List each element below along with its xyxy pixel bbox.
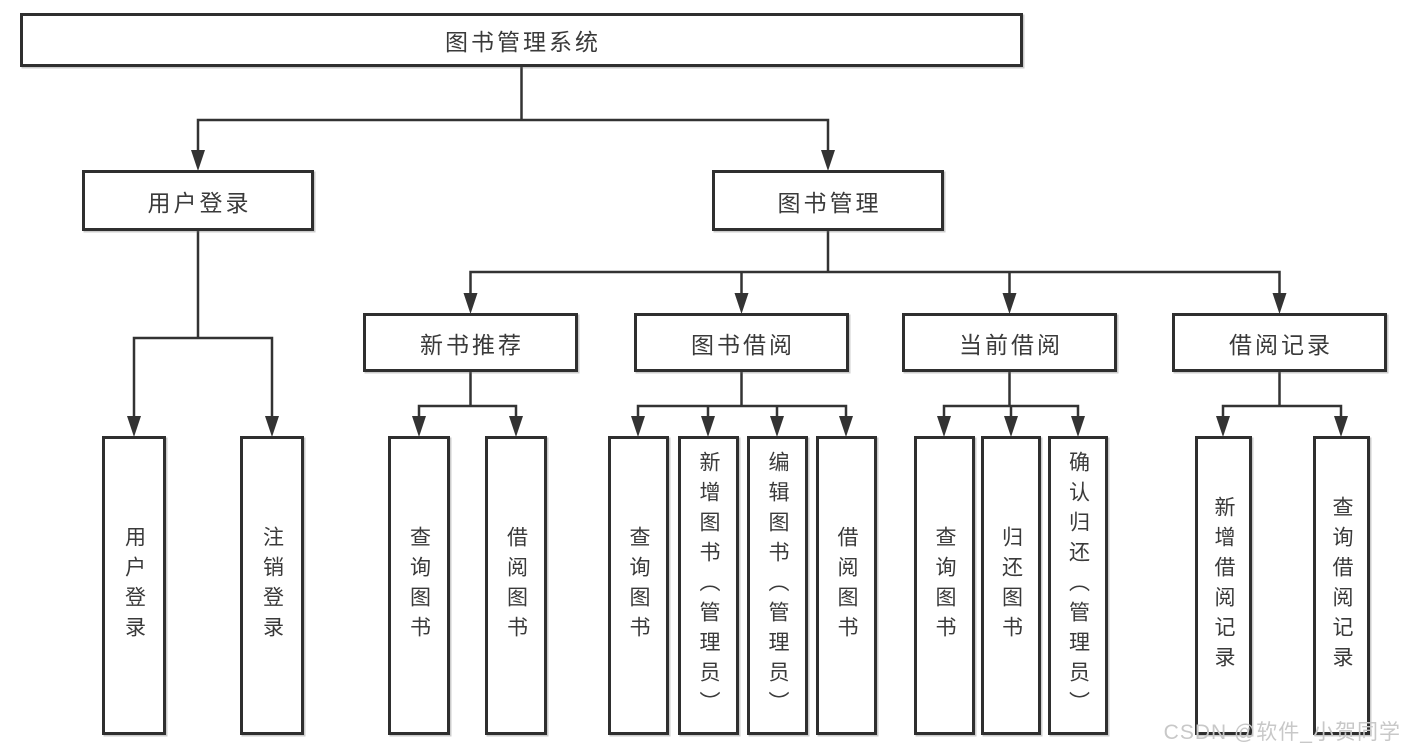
node-book-management: 图书管理 — [712, 170, 944, 231]
arrowhead-icon — [127, 416, 141, 437]
arrowhead-icon — [770, 416, 784, 437]
arrowhead-icon — [1004, 416, 1018, 437]
leaf-edit-books-admin: 编辑图书（管理员） — [747, 436, 808, 735]
arrowhead-icon — [1216, 416, 1230, 437]
connector-newbook-rail — [417, 404, 518, 419]
arrowhead-icon — [821, 150, 835, 171]
node-book-borrow: 图书借阅 — [634, 313, 849, 372]
leaf-newbook-borrow-books-label: 借阅图书 — [504, 525, 528, 646]
node-book-borrow-label: 图书借阅 — [691, 331, 795, 358]
arrowhead-icon — [631, 416, 645, 437]
arrowhead-icon — [509, 416, 523, 437]
node-current-borrow: 当前借阅 — [902, 313, 1117, 372]
arrowhead-icon — [463, 293, 478, 314]
leaf-query-borrow-record: 查询借阅记录 — [1313, 436, 1370, 735]
leaf-borrow-books: 借阅图书 — [816, 436, 877, 735]
node-new-book-recommend: 新书推荐 — [363, 313, 578, 372]
leaf-borrow-query-books-label: 查询图书 — [627, 525, 650, 646]
arrowhead-icon — [191, 150, 205, 171]
arrowhead-icon — [1002, 293, 1017, 314]
node-root-label: 图书管理系统 — [445, 29, 601, 55]
arrowhead-icon — [1071, 416, 1085, 437]
leaf-confirm-return-admin: 确认归还（管理员） — [1048, 436, 1108, 735]
leaf-current-query-books: 查询图书 — [914, 436, 975, 735]
leaf-logout: 注销登录 — [240, 436, 304, 735]
leaf-user-login-label: 用户登录 — [122, 525, 146, 646]
leaf-current-query-books-label: 查询图书 — [933, 525, 956, 646]
leaf-newbook-query-books-label: 查询图书 — [407, 525, 431, 646]
leaf-confirm-return-admin-label: 确认归还（管理员） — [1066, 450, 1090, 721]
connector-userlogin-rail — [132, 336, 274, 419]
node-current-borrow-label: 当前借阅 — [959, 331, 1063, 358]
arrowhead-icon — [412, 416, 426, 437]
leaf-edit-books-admin-label: 编辑图书（管理员） — [766, 450, 789, 721]
arrowhead-icon — [937, 416, 951, 437]
leaf-add-books-admin: 新增图书（管理员） — [678, 436, 739, 735]
leaf-newbook-borrow-books: 借阅图书 — [485, 436, 547, 735]
node-user-login-label: 用户登录 — [147, 189, 252, 216]
connector-record-rail — [1221, 404, 1343, 419]
arrowhead-icon — [265, 416, 279, 437]
arrowhead-icon — [701, 416, 715, 437]
node-root: 图书管理系统 — [20, 13, 1023, 67]
leaf-logout-label: 注销登录 — [260, 525, 284, 646]
leaf-return-books: 归还图书 — [981, 436, 1041, 735]
connector-arrowheads — [127, 150, 1348, 437]
leaf-newbook-query-books: 查询图书 — [388, 436, 450, 735]
leaf-add-books-admin-label: 新增图书（管理员） — [697, 450, 720, 721]
node-borrow-record: 借阅记录 — [1172, 313, 1387, 372]
leaf-add-borrow-record: 新增借阅记录 — [1195, 436, 1252, 735]
arrowhead-icon — [734, 293, 749, 314]
csdn-watermark: CSDN @软件_小贺同学 — [1163, 721, 1401, 744]
arrowhead-icon — [839, 416, 853, 437]
arrowhead-icon — [1272, 293, 1287, 314]
leaf-user-login: 用户登录 — [102, 436, 166, 735]
connector-bookborrow-rail — [636, 404, 848, 419]
node-book-management-label: 图书管理 — [777, 189, 882, 216]
leaf-add-borrow-record-label: 新增借阅记录 — [1212, 495, 1235, 676]
leaf-query-borrow-record-label: 查询借阅记录 — [1330, 495, 1353, 676]
arrowhead-icon — [1334, 416, 1348, 437]
connector-bookmgmt-rail — [469, 270, 1281, 296]
leaf-borrow-books-label: 借阅图书 — [835, 525, 858, 646]
connector-root-rail — [196, 118, 830, 153]
node-borrow-record-label: 借阅记录 — [1229, 331, 1333, 358]
leaf-return-books-label: 归还图书 — [999, 525, 1023, 646]
node-user-login: 用户登录 — [82, 170, 314, 231]
node-new-book-recommend-label: 新书推荐 — [420, 331, 524, 358]
leaf-borrow-query-books: 查询图书 — [608, 436, 669, 735]
